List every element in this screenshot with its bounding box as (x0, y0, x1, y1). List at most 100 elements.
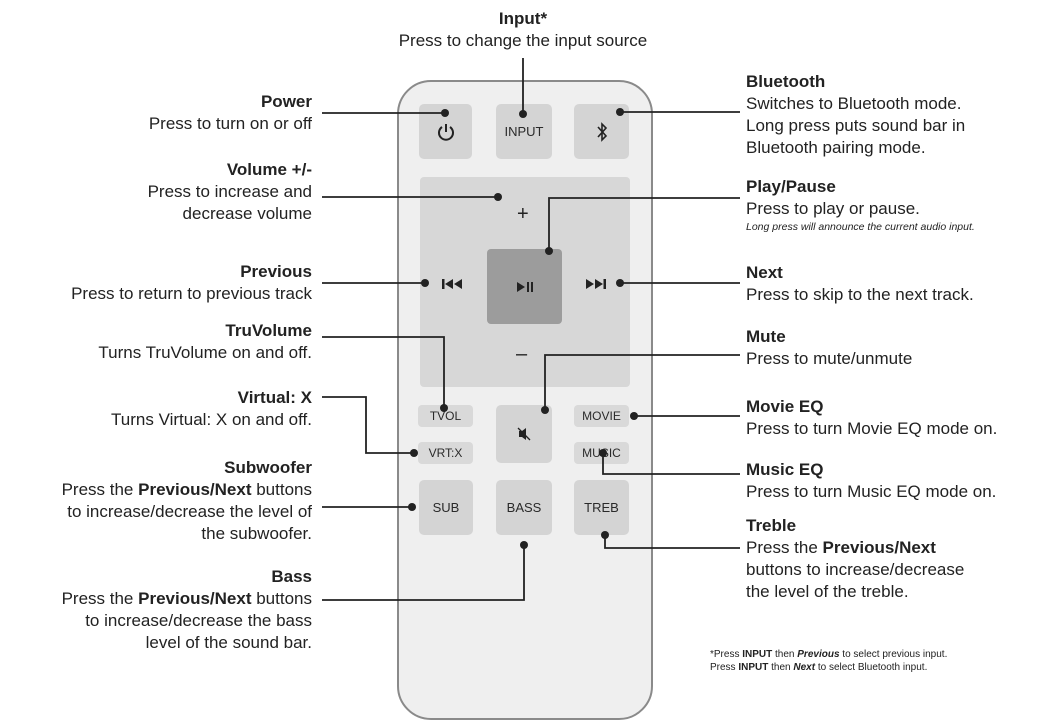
bluetooth-desc-2: Long press puts sound bar in (746, 116, 966, 135)
previous-callout: Previous Press to return to previous tra… (71, 261, 312, 305)
footnote-2c: then (768, 662, 794, 673)
mute-title: Mute (746, 327, 786, 346)
footnote-1c: then (772, 649, 798, 660)
bass-label: BASS (506, 500, 542, 515)
footnote-1e: to select previous input. (839, 649, 948, 660)
subwoofer-desc-2: to increase/decrease the level of (67, 502, 312, 521)
music-eq-desc: Press to turn Music EQ mode on. (746, 482, 997, 501)
bass-desc-1-bold: Previous/Next (138, 589, 252, 608)
next-title: Next (746, 263, 783, 282)
subwoofer-desc-3: the subwoofer. (201, 524, 312, 543)
movie-eq-desc: Press to turn Movie EQ mode on. (746, 419, 998, 438)
subwoofer-title: Subwoofer (224, 458, 312, 477)
bass-desc-1-post: buttons (251, 589, 312, 608)
bass-desc-1-pre: Press the (61, 589, 139, 608)
footnote-2e: to select Bluetooth input. (815, 662, 928, 673)
callout-lines (322, 58, 740, 601)
treb-label: TREB (584, 500, 619, 515)
input-desc: Press to change the input source (398, 31, 648, 50)
bass-desc-1: Press the Previous/Next buttons (62, 588, 312, 610)
bass-title: Bass (271, 567, 312, 586)
previous-desc: Press to return to previous track (71, 284, 312, 303)
bass-button[interactable]: BASS (496, 480, 552, 535)
footnote-line-1: *Press INPUT then Previous to select pre… (710, 648, 947, 661)
subwoofer-desc-1: Press the Previous/Next buttons (62, 479, 312, 501)
footnote-1b: INPUT (742, 649, 773, 660)
bluetooth-desc-1: Switches to Bluetooth mode. (746, 94, 962, 113)
bass-callout: Bass Press the Previous/Next buttons to … (62, 566, 312, 654)
vrtx-label: VRT:X (428, 446, 463, 460)
mute-button[interactable] (496, 405, 552, 463)
treble-title: Treble (746, 516, 797, 535)
next-callout: Next Press to skip to the next track. (746, 262, 974, 306)
previous-icon (442, 279, 462, 289)
footnote-line-2: Press INPUT then Next to select Bluetoot… (710, 661, 947, 674)
mute-callout: Mute Press to mute/unmute (746, 326, 912, 370)
bass-desc-2: to increase/decrease the bass (85, 611, 312, 630)
volume-desc-2: decrease volume (182, 204, 312, 223)
truvolume-title: TruVolume (225, 321, 312, 340)
footnote-1d: Previous (797, 649, 840, 660)
treble-desc-1: Press the Previous/Next (746, 537, 964, 559)
treble-desc-1-bold: Previous/Next (822, 538, 936, 557)
movie-button[interactable]: MOVIE (574, 405, 629, 427)
volume-desc-1: Press to increase and (147, 182, 312, 201)
virtual-title: Virtual: X (237, 388, 312, 407)
volume-title: Volume +/- (226, 160, 312, 179)
truvolume-callout: TruVolume Turns TruVolume on and off. (98, 320, 312, 364)
movie-label: MOVIE (582, 409, 621, 423)
mute-icon (517, 427, 531, 441)
playpause-title: Play/Pause (746, 177, 836, 196)
subwoofer-callout: Subwoofer Press the Previous/Next button… (62, 457, 312, 545)
next-button[interactable] (580, 270, 612, 298)
playpause-desc: Press to play or pause. (746, 199, 920, 218)
movie-eq-callout: Movie EQ Press to turn Movie EQ mode on. (746, 396, 997, 440)
bluetooth-title: Bluetooth (746, 72, 826, 91)
playpause-note: Long press will announce the current aud… (746, 221, 975, 233)
power-icon (437, 123, 454, 141)
input-callout: Input* Press to change the input source (350, 8, 696, 52)
treble-desc-3: the level of the treble. (746, 582, 909, 601)
volume-down-button[interactable]: – (516, 343, 528, 365)
input-button-label: INPUT (504, 124, 544, 139)
tvol-button[interactable]: TVOL (418, 405, 473, 427)
input-title: Input* (498, 9, 548, 28)
mute-desc: Press to mute/unmute (746, 349, 913, 368)
treb-button[interactable]: TREB (574, 480, 629, 535)
virtual-callout: Virtual: X Turns Virtual: X on and off. (111, 387, 312, 431)
volume-callout: Volume +/- Press to increase and decreas… (148, 159, 312, 225)
subwoofer-desc-1-pre: Press the (61, 480, 139, 499)
vrtx-button[interactable]: VRT:X (418, 442, 473, 464)
power-title: Power (260, 92, 312, 111)
power-callout: Power Press to turn on or off (149, 91, 312, 135)
play-pause-icon (516, 281, 533, 292)
footnote: *Press INPUT then Previous to select pre… (710, 648, 947, 674)
music-eq-callout: Music EQ Press to turn Music EQ mode on. (746, 459, 996, 503)
next-desc: Press to skip to the next track. (746, 285, 974, 304)
footnote-1a: *Press (710, 649, 743, 660)
music-eq-title: Music EQ (746, 460, 824, 479)
footnote-2b: INPUT (738, 662, 769, 673)
previous-title: Previous (240, 262, 312, 281)
sub-button[interactable]: SUB (419, 480, 473, 535)
tvol-label: TVOL (429, 409, 462, 423)
subwoofer-desc-1-post: buttons (251, 480, 312, 499)
movie-eq-title: Movie EQ (746, 397, 824, 416)
previous-button[interactable] (436, 270, 468, 298)
footnote-2d: Next (793, 662, 816, 673)
sub-label: SUB (432, 500, 460, 515)
input-button[interactable]: INPUT (496, 104, 552, 159)
virtual-desc: Turns Virtual: X on and off. (111, 410, 312, 429)
subwoofer-desc-1-bold: Previous/Next (138, 480, 252, 499)
next-icon (586, 279, 606, 289)
bluetooth-icon (596, 121, 607, 142)
playpause-callout: Play/Pause Press to play or pause. Long … (746, 176, 975, 234)
treble-desc-2: buttons to increase/decrease (746, 560, 965, 579)
bass-desc-3: level of the sound bar. (145, 633, 312, 652)
volume-up-button[interactable]: + (517, 203, 529, 225)
treble-desc-1-pre: Press the (746, 538, 823, 557)
play-pause-button[interactable] (487, 249, 562, 324)
treble-callout: Treble Press the Previous/Next buttons t… (746, 515, 964, 603)
bluetooth-desc-3: Bluetooth pairing mode. (746, 138, 926, 157)
footnote-2a: Press (710, 662, 739, 673)
